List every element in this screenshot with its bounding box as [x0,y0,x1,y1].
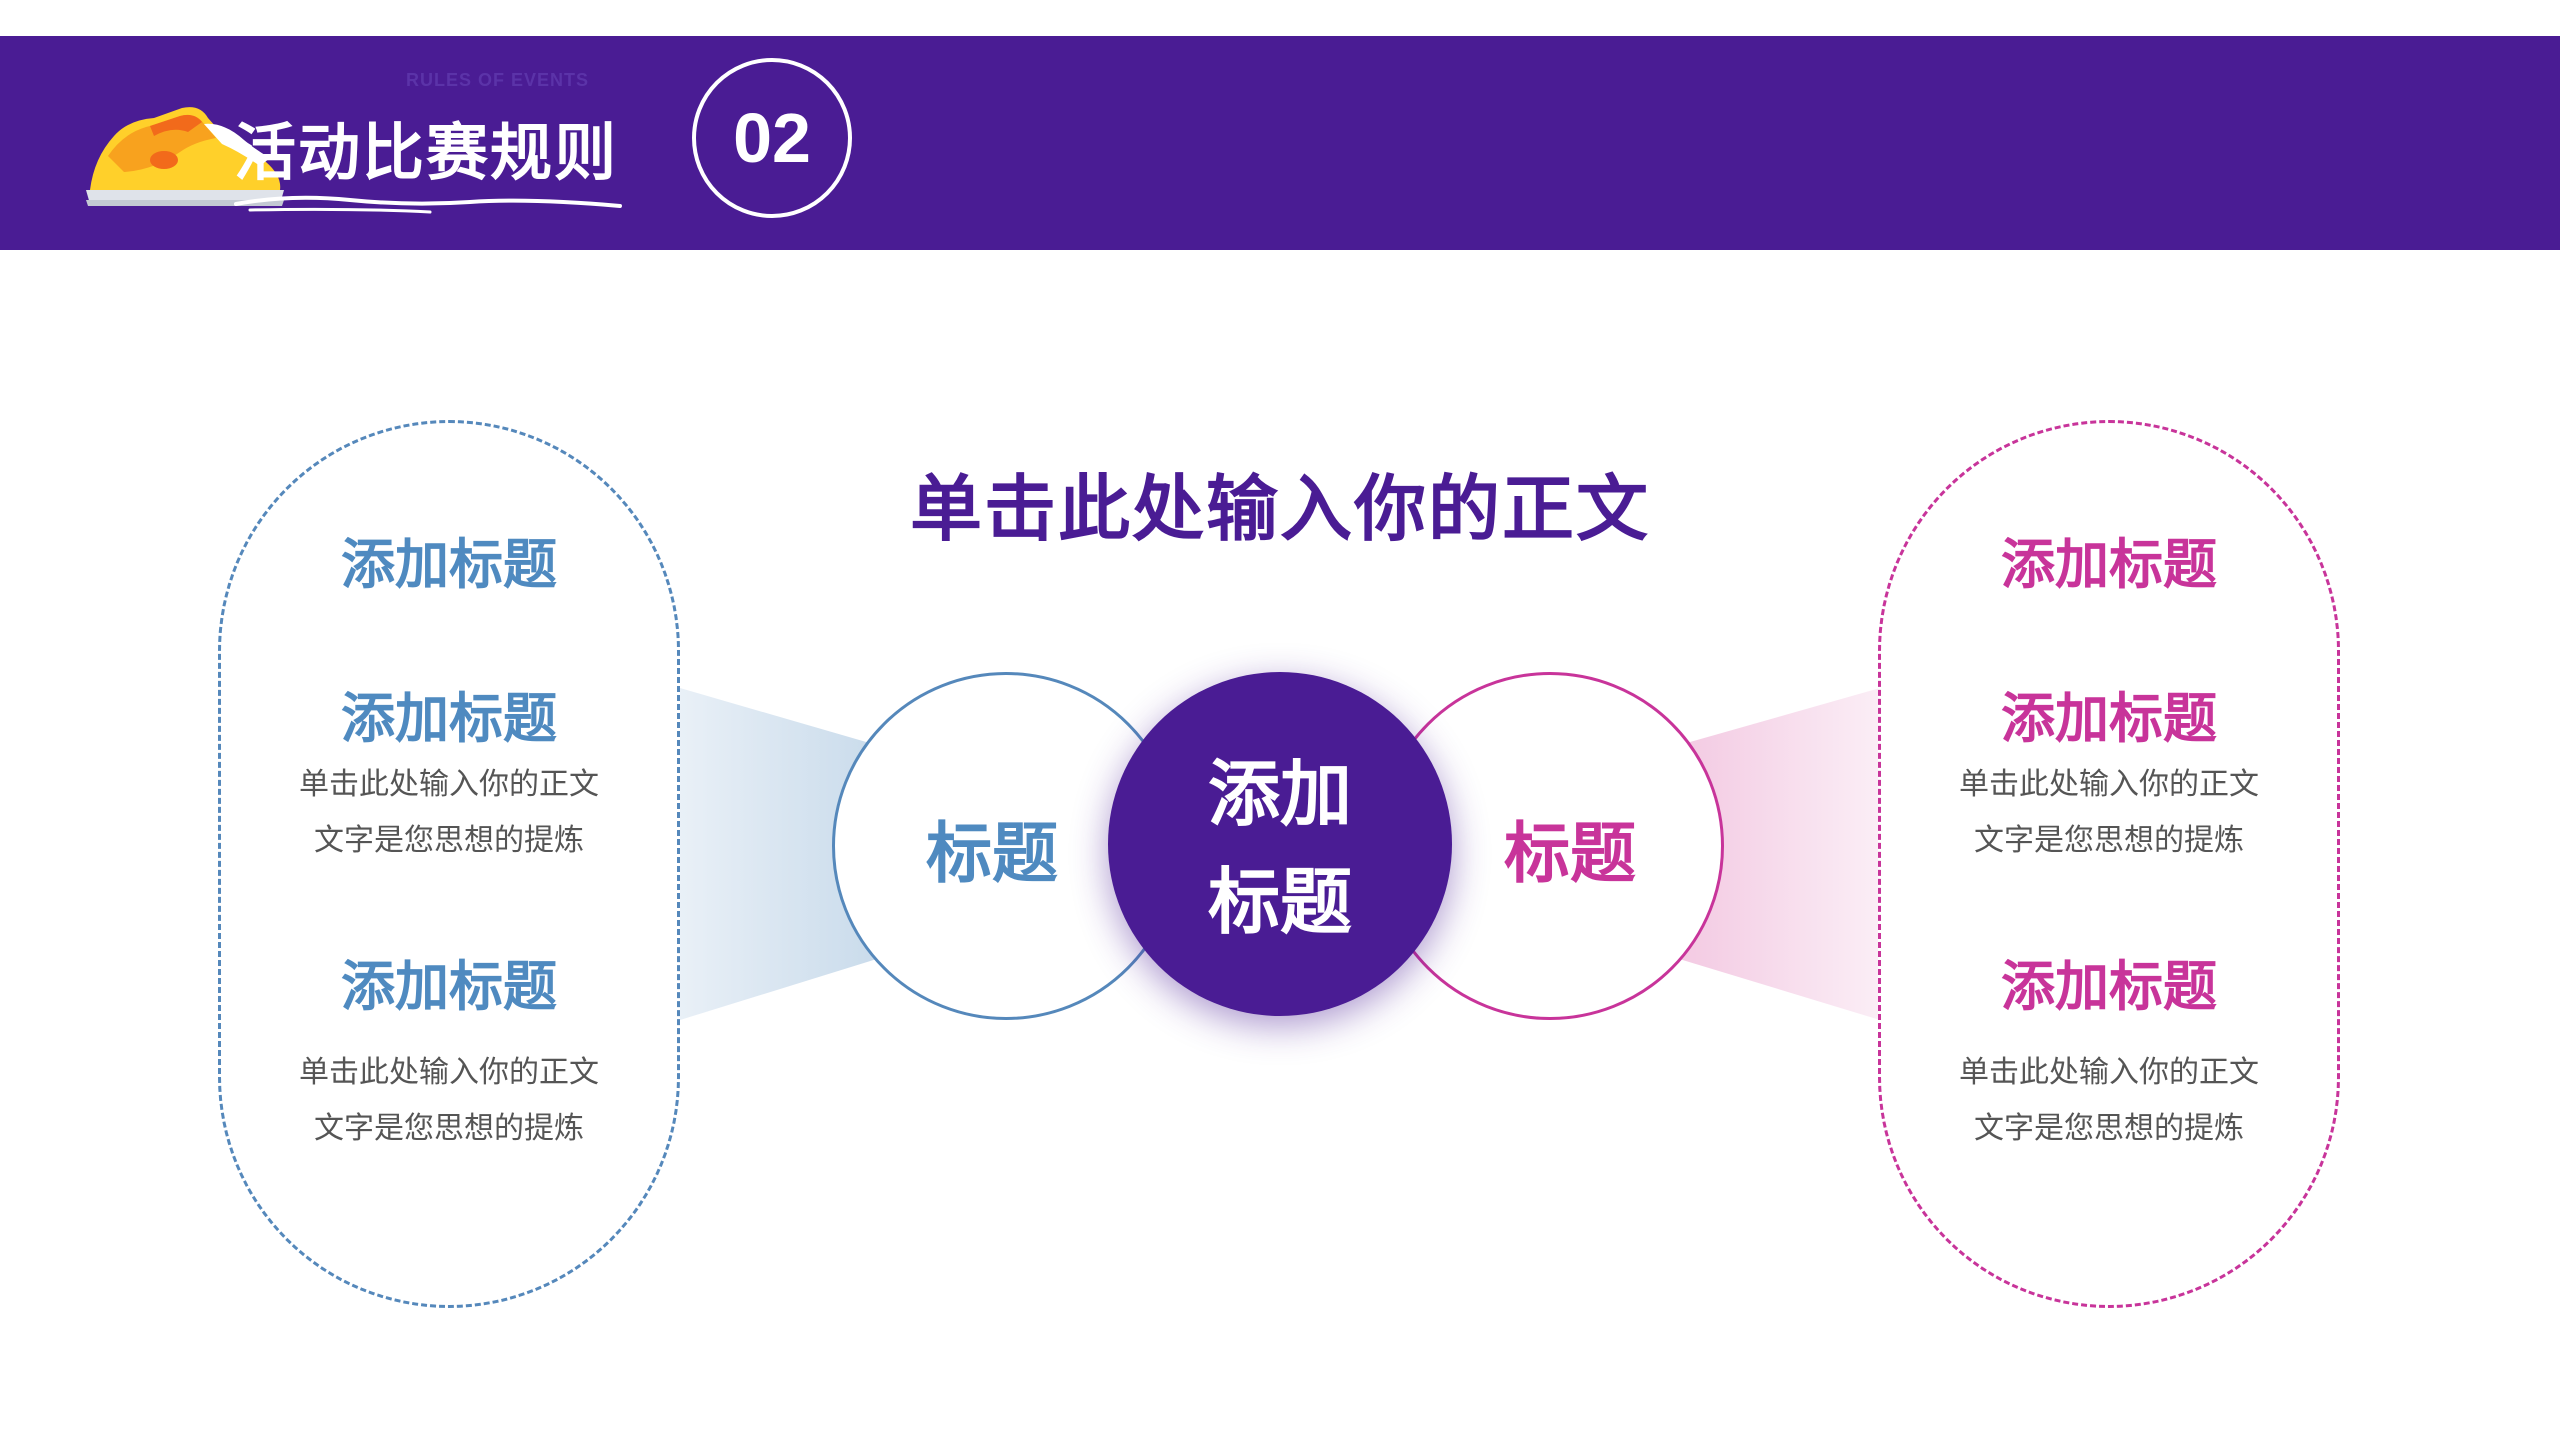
left-info-panel [218,420,680,1308]
right-info-panel [1878,420,2340,1308]
left-body-2-line1: 单击此处输入你的正文 [299,767,599,802]
left-body-3-line1: 单击此处输入你的正文 [299,1055,599,1090]
right-body-2-line2: 文字是您思想的提炼 [1974,823,2244,858]
right-body-2-line1: 单击此处输入你的正文 [1959,767,2259,802]
left-heading-1: 添加标题 [341,533,557,596]
right-body-3-line1: 单击此处输入你的正文 [1959,1055,2259,1090]
section-number-ring [692,58,852,218]
left-circle-label: 标题 [926,815,1058,892]
scribble-underline [234,195,622,214]
left-body-2-line2: 文字是您思想的提炼 [314,823,584,858]
right-circle-label: 标题 [1504,815,1636,892]
left-funnel [680,688,880,1020]
right-heading-3: 添加标题 [2001,955,2217,1018]
right-panel-content: 添加标题 添加标题 单击此处输入你的正文 文字是您思想的提炼 添加标题 单击此处… [1878,420,2340,1308]
center-title-circle [1108,672,1452,1016]
header-title: 活动比赛规则 [234,116,619,189]
right-heading-1: 添加标题 [2001,533,2217,596]
left-heading-2: 添加标题 [341,687,557,750]
left-panel-content: 添加标题 添加标题 单击此处输入你的正文 文字是您思想的提炼 添加标题 单击此处… [218,420,680,1308]
header-subtitle: RULES OF EVENTS [406,70,590,90]
left-body-3-line2: 文字是您思想的提炼 [314,1111,584,1146]
section-number: 02 [733,99,811,177]
center-label-line2: 标题 [1207,860,1352,944]
header-band [0,36,2560,250]
center-label-line1: 添加 [1207,752,1352,836]
right-funnel [1676,688,1880,1020]
right-heading-2: 添加标题 [2001,687,2217,750]
right-body-3-line2: 文字是您思想的提炼 [1974,1111,2244,1146]
left-heading-3: 添加标题 [341,955,557,1018]
center-circle-label: 添加 标题 [1108,740,1452,956]
main-title: 单击此处输入你的正文 [909,467,1650,551]
